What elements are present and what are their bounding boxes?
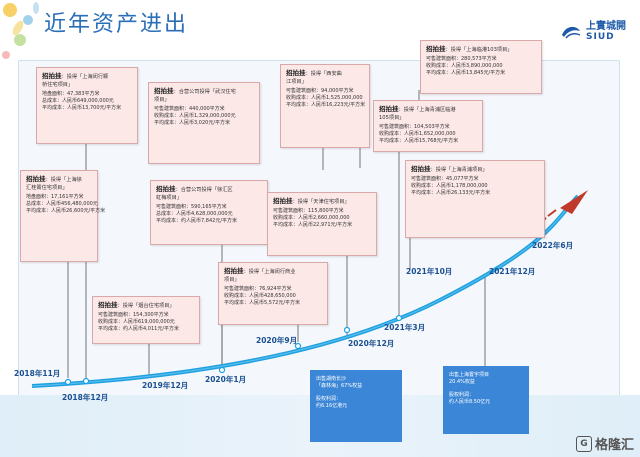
acquisition-card: 招拍挂：投得「上海青浦区临港 105项目」 可售建筑面积：104,503平方米 … xyxy=(373,100,483,152)
timeline-date: 2021年3月 xyxy=(384,323,426,332)
acquisition-card: 招拍挂：合营公司投得「武汉住宅 项目」 可售建筑面积：440,000平方米 收购… xyxy=(148,82,260,164)
timeline-date: 2019年12月 xyxy=(142,381,189,390)
disposal-card: 出售湖南长沙 「森林海」67%权益 股权利润： 约6.16亿港元 xyxy=(310,370,402,442)
timeline-date: 2022年6月 xyxy=(532,241,574,250)
acquisition-card: 招拍挂：合营公司投得「徐汇区 虹梅项目」 可售建筑面积：590,165平方米 总… xyxy=(150,180,268,245)
timeline-date: 2020年9月 xyxy=(256,336,298,345)
disposal-card: 出售上海置宇项目 20.4%权益 股权利润： 约人民币8.50亿元 xyxy=(443,366,529,434)
acquisition-card: 招拍挂：投得「西安曲 江项目」 可售建筑面积：94,000平方米 收购成本：人民… xyxy=(280,64,370,148)
acquisition-card: 招拍挂：投得「上海闵行颛 桥住宅项目」 地盘面积：47,383平方米 总成本：人… xyxy=(36,67,138,144)
acquisition-card: 招拍挂：投得「天津住宅项目」 可售建筑面积：115,800平方米 收购成本：人民… xyxy=(267,192,377,256)
timeline-date: 2021年12月 xyxy=(489,267,536,276)
watermark-icon: G xyxy=(575,435,592,452)
acquisition-card: 招拍挂：投得「上海临港103项目」 可售建筑面积：280,573平方米 收购成本… xyxy=(420,40,542,94)
timeline-date: 2021年10月 xyxy=(406,267,453,276)
timeline-date: 2018年12月 xyxy=(62,393,109,402)
brand-name-cn: 上實城開 xyxy=(586,21,626,32)
acquisition-card: 招拍挂：投得「上海徐 汇桂箐住宅项目」 地盘面积：17,161平方米 总成本：人… xyxy=(20,170,105,262)
siud-logo-icon xyxy=(562,26,581,39)
brand-logo: 上實城開 SIUD xyxy=(560,22,626,42)
timeline-date: 2018年11月 xyxy=(14,369,61,378)
page-title: 近年资产进出 xyxy=(44,12,189,37)
acquisition-card: 招拍挂：投得「烟台住宅项目」 可售建筑面积：154,300平方米 收购成本：人民… xyxy=(92,296,200,344)
timeline-dots xyxy=(64,314,403,386)
watermark: G 格隆汇 xyxy=(575,434,634,453)
acquisition-card: 招拍挂：投得「上海青浦项目」 可售建筑面积：45,077平方米 收购成本：人民币… xyxy=(405,160,545,238)
timeline-date: 2020年12月 xyxy=(348,339,395,348)
decorative-corner xyxy=(0,0,110,70)
acquisition-card: 招拍挂：投得「上海闵行商业 项目」 可售建筑面积：76,924平方米 收购成本：… xyxy=(218,262,328,325)
brand-name-en: SIUD xyxy=(586,32,615,42)
timeline-date: 2020年1月 xyxy=(205,375,247,384)
arrow-head xyxy=(560,190,588,214)
